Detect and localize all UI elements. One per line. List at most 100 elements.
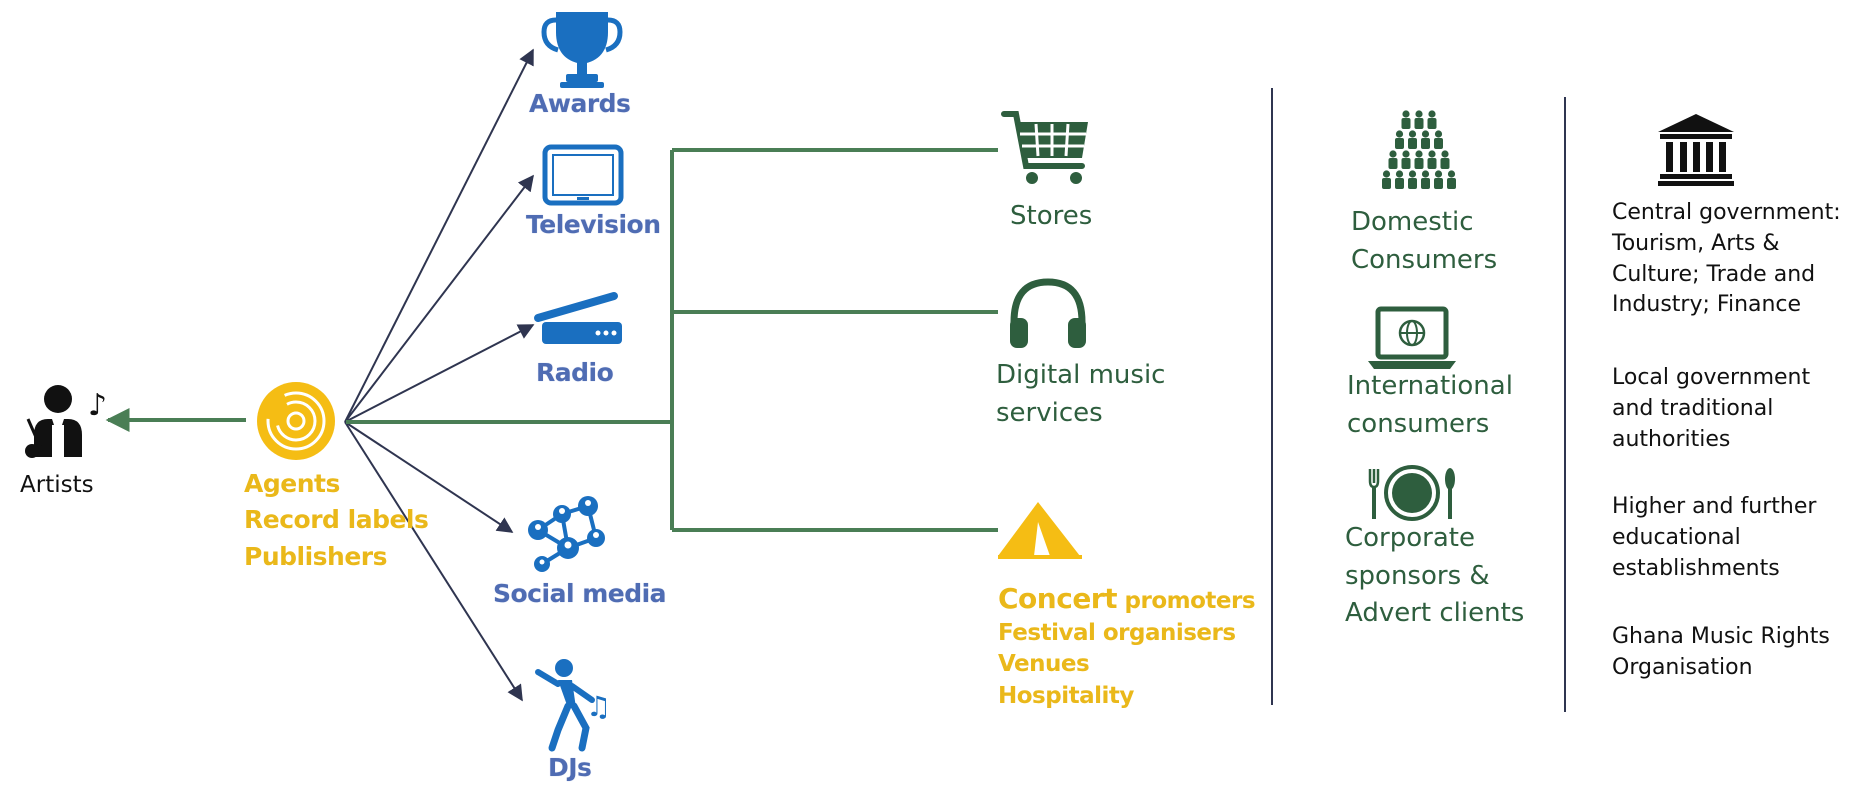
artists-label: Artists — [20, 472, 94, 498]
agents-line: Agents — [244, 469, 340, 498]
person-head — [1395, 170, 1404, 178]
media-arrows — [344, 48, 535, 702]
person-body — [1447, 178, 1456, 189]
musician-icon: ♪ — [25, 385, 107, 458]
person-head — [1428, 110, 1436, 118]
person-body — [1408, 178, 1417, 189]
person-head — [1428, 150, 1436, 158]
social-media-label: Social media — [493, 579, 667, 608]
international-line-1: International — [1347, 371, 1513, 401]
concert-word: Concert — [998, 582, 1118, 615]
tent-icon — [998, 502, 1082, 559]
gov-line: Ghana Music Rights — [1612, 624, 1830, 649]
tablet-tv-icon — [542, 144, 624, 206]
corporate-sponsors-label: Corporate sponsors & Advert clients — [1345, 520, 1524, 633]
person-body — [1434, 138, 1443, 149]
gov-line: establishments — [1612, 555, 1780, 581]
person-body — [1440, 158, 1450, 169]
education-block: Higher and further educational establish… — [1612, 492, 1857, 584]
person-body — [1388, 158, 1398, 169]
person-head — [1408, 130, 1417, 138]
gov-line: Tourism, Arts & — [1612, 230, 1780, 256]
djs-label: DJs — [548, 753, 592, 782]
person-head — [1434, 170, 1443, 178]
awards-label: Awards — [529, 89, 631, 118]
person-body — [1382, 178, 1391, 189]
radio-icon — [534, 292, 622, 344]
international-line-2: consumers — [1347, 408, 1490, 439]
government-building-icon — [1658, 114, 1734, 186]
corporate-line-3: Advert clients — [1345, 598, 1525, 629]
gov-line: educational — [1612, 524, 1741, 550]
person-body — [1401, 118, 1411, 129]
record-labels-line: Record labels — [244, 505, 429, 535]
concert-promoters-line: Concert promoters — [998, 580, 1256, 618]
dancing-dj-icon: ♫ — [535, 659, 611, 752]
gov-line: Culture; Trade and — [1612, 261, 1816, 287]
arrow-to-djs — [344, 421, 523, 702]
arrow-to-awards — [344, 48, 534, 423]
person-head — [1434, 130, 1443, 138]
gov-line: Higher and further — [1612, 494, 1817, 519]
person-head — [1441, 150, 1449, 158]
arrow-to-social-media — [344, 421, 514, 533]
social-network-icon — [528, 496, 605, 572]
headphones-icon — [1010, 278, 1086, 348]
domestic-line-2: Consumers — [1351, 244, 1498, 275]
channel-flow-lines — [105, 148, 998, 532]
person-body — [1421, 138, 1430, 149]
digital-music-label: Digital music services — [996, 357, 1165, 432]
gov-line: Local government — [1612, 365, 1811, 390]
corporate-line-1: Corporate — [1345, 523, 1475, 553]
hospitality-line: Hospitality — [998, 682, 1134, 709]
person-body — [1414, 118, 1424, 129]
gov-line: Central government: — [1612, 200, 1841, 225]
international-consumers-label: International consumers — [1347, 368, 1513, 443]
laptop-globe-icon — [1368, 306, 1456, 369]
person-body — [1401, 158, 1411, 169]
local-government-block: Local government and traditional authori… — [1612, 363, 1857, 455]
svg-text:♪: ♪ — [88, 388, 107, 423]
concert-label: Concert promoters Festival organisers Ve… — [998, 580, 1256, 712]
plate-cutlery-icon — [1368, 465, 1455, 521]
vinyl-disc-icon — [257, 382, 335, 460]
person-body — [1395, 138, 1404, 149]
corporate-line-2: sponsors & — [1345, 560, 1490, 591]
person-head — [1382, 170, 1391, 178]
person-body — [1427, 118, 1437, 129]
person-head — [1447, 170, 1456, 178]
person-head — [1402, 150, 1410, 158]
gov-line: Organisation — [1612, 654, 1753, 680]
svg-text:♫: ♫ — [586, 690, 611, 723]
domestic-consumers-label: Domestic Consumers — [1351, 204, 1497, 279]
radio-label: Radio — [536, 358, 614, 387]
person-body — [1434, 178, 1443, 189]
person-body — [1395, 178, 1404, 189]
person-head — [1421, 170, 1430, 178]
publishers-line: Publishers — [244, 541, 388, 571]
gov-line: authorities — [1612, 426, 1731, 452]
promoters-word: promoters — [1117, 588, 1256, 614]
domestic-line-1: Domestic — [1351, 207, 1474, 237]
person-head — [1415, 150, 1423, 158]
stores-label: Stores — [1010, 201, 1093, 231]
arrow-to-radio — [344, 324, 535, 423]
trophy-icon — [541, 12, 623, 88]
person-head — [1395, 130, 1404, 138]
venues-line: Venues — [998, 651, 1090, 678]
agents-label: Agents Record labels Publishers — [244, 466, 429, 575]
person-body — [1421, 178, 1430, 189]
arrow-to-television — [344, 174, 534, 423]
digital-line-1: Digital music — [996, 360, 1166, 390]
gov-line: Industry; Finance — [1612, 292, 1802, 318]
person-head — [1389, 150, 1397, 158]
person-head — [1408, 170, 1417, 178]
digital-line-2: services — [996, 397, 1103, 428]
festival-organisers-line: Festival organisers — [998, 620, 1236, 647]
crowd-pyramid-icon — [1382, 110, 1456, 189]
person-body — [1408, 138, 1417, 149]
music-rights-block: Ghana Music Rights Organisation — [1612, 622, 1857, 684]
television-label: Television — [526, 210, 661, 239]
person-head — [1402, 110, 1410, 118]
